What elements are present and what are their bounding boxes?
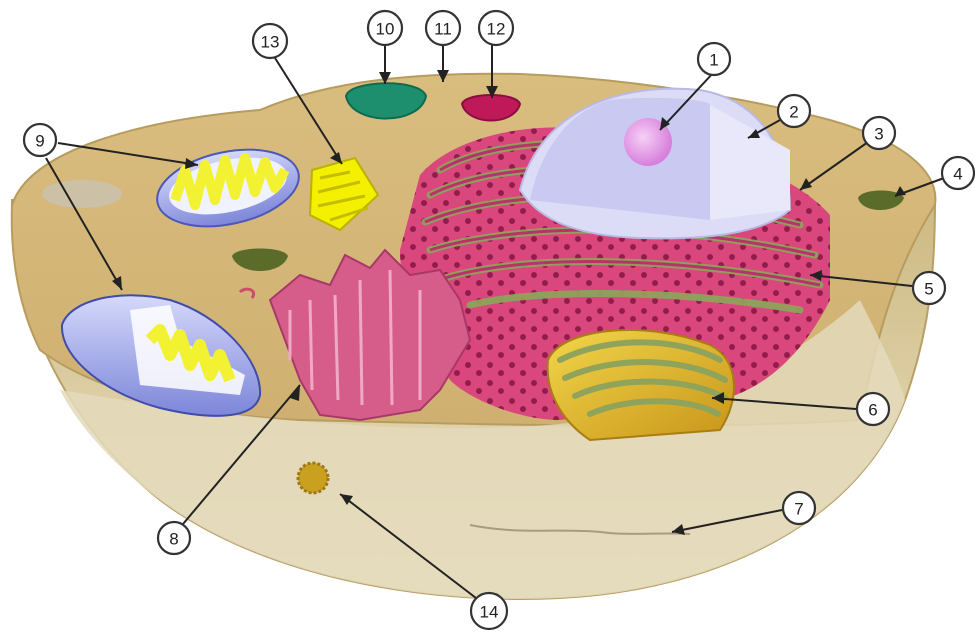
depression [42,180,122,208]
label-9: 9 [24,124,56,156]
label-1-text: 1 [709,51,718,70]
label-13-text: 13 [261,33,280,52]
label-10: 10 [368,11,402,45]
label-6-text: 6 [868,401,877,420]
label-1: 1 [698,43,730,75]
label-8: 8 [158,522,190,554]
label-5-text: 5 [924,280,933,299]
golgi-apparatus [548,330,734,440]
label-12-text: 12 [487,20,506,39]
label-3-text: 3 [874,125,883,144]
label-7: 7 [783,492,815,524]
label-11-text: 11 [434,20,452,39]
label-5: 5 [913,272,945,304]
label-7-text: 7 [794,500,803,519]
label-14-text: 14 [480,603,499,622]
label-10-text: 10 [376,20,395,39]
label-2: 2 [778,95,810,127]
label-9-text: 9 [35,132,44,151]
peroxisome [298,463,328,493]
label-14: 14 [471,593,507,629]
label-2-text: 2 [789,103,798,122]
label-12: 12 [479,11,513,45]
label-13: 13 [253,24,287,58]
label-6: 6 [857,393,889,425]
label-4-text: 4 [953,165,962,184]
label-11: 11 [426,11,460,45]
label-4: 4 [942,157,974,189]
label-3: 3 [863,117,895,149]
label-8-text: 8 [169,530,178,549]
